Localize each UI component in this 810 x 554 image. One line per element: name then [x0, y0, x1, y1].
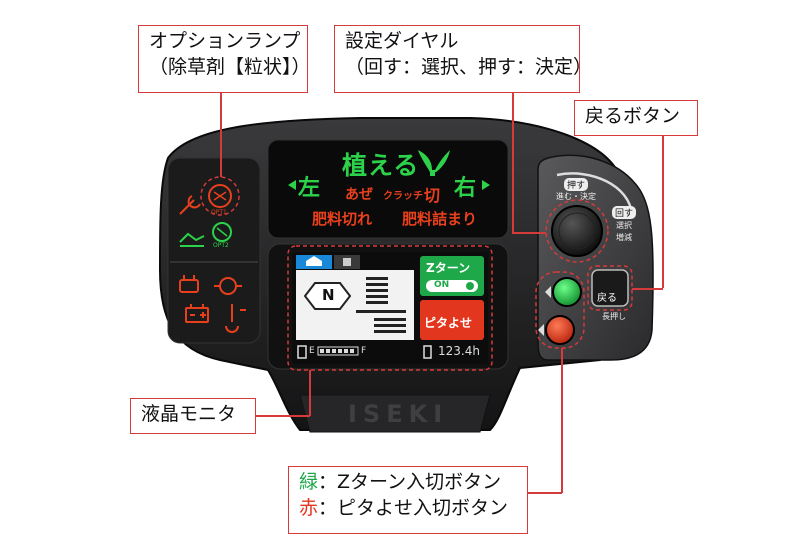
callout-back-line1: 戻るボタン [585, 105, 681, 127]
led-left-label: 左 [298, 176, 321, 201]
fuel-pump-icon [297, 345, 307, 359]
back-hold-label: 長押し [602, 312, 626, 321]
callout-option-lamp-line2: （除草剤【粒状】） [149, 55, 311, 78]
opt1-label: OPT1 [211, 209, 227, 216]
led-display [267, 139, 509, 239]
glow-lamp-icon [214, 277, 242, 295]
callout-option-lamp-line1: オプションランプ [149, 30, 301, 52]
gear-indicator: N [322, 286, 335, 304]
temp-lamp-icon [225, 304, 246, 333]
hour-meter: 123.4h [438, 344, 480, 358]
green-prefix: 緑 [299, 471, 319, 493]
dial-push-desc: 進む・決定 [556, 192, 596, 201]
callout-back: 戻るボタン [574, 100, 698, 136]
callout-buttons-green-line: 緑：Zターン入切ボタン [299, 470, 517, 496]
dial-highlight [545, 199, 609, 263]
dial-turn-desc1: 選択 [616, 221, 632, 230]
gear-indicator-frame [303, 282, 352, 310]
lcd-highlight [287, 245, 493, 371]
dial-turn-badge: 回す [612, 206, 637, 219]
engine-warning-icon [179, 232, 205, 247]
callout-lcd-line1: 液晶モニタ [141, 403, 237, 425]
pita-tile [420, 300, 484, 340]
opt-lamp-highlight [200, 176, 240, 216]
led-aze-label: あぜ [345, 187, 373, 203]
led-hiryo-kire-label: 肥料切れ [312, 210, 373, 228]
callout-dial: 設定ダイヤル （回す：選択、押す：決定） [334, 25, 593, 93]
callout-buttons: 緑：Zターン入切ボタン 赤：ピタよせ入切ボタン [288, 466, 528, 534]
fuel-gauge-bar [317, 346, 359, 356]
zturn-state: ON [434, 280, 450, 290]
callout-dial-line2: （回す：選択、押す：決定） [345, 55, 593, 78]
dial-turn-desc2: 増減 [616, 233, 632, 242]
callout-buttons-red-line: 赤：ピタよせ入切ボタン [299, 496, 517, 522]
battery-lamp-icon [185, 304, 209, 323]
back-button-body [591, 269, 629, 307]
dial-push-badge: 押す [564, 178, 589, 191]
led-right-label: 右 [454, 176, 477, 201]
red-text: ：ピタよせ入切ボタン [318, 496, 509, 519]
level-bars [356, 277, 406, 333]
led-clutch-label: クラッチ [383, 191, 423, 202]
fuel-e-label: E [309, 346, 315, 356]
buttons-highlight [535, 271, 585, 349]
home-icon [306, 256, 322, 266]
zturn-title: Zターン [426, 261, 471, 275]
fuel-f-label: F [361, 346, 367, 356]
green-text: ：Zターン入切ボタン [318, 471, 502, 493]
callout-option-lamp: オプションランプ （除草剤【粒状】） [138, 25, 311, 93]
brand-plate [299, 394, 491, 433]
right-arrow-icon [482, 180, 490, 190]
back-button-label: 戻る [597, 293, 617, 304]
oil-lamp-icon [179, 275, 199, 293]
led-hiryo-tsumari-label: 肥料詰まり [402, 210, 478, 228]
opt2-lamp-icon [212, 222, 232, 242]
red-button [545, 315, 575, 345]
back-highlight [587, 265, 633, 311]
red-prefix: 赤 [299, 496, 319, 519]
wrench-icon [179, 195, 201, 215]
callout-lcd: 液晶モニタ [130, 398, 256, 434]
callout-dial-line1: 設定ダイヤル [345, 30, 459, 52]
opt1-lamp-icon [208, 184, 232, 208]
opt2-label: OPT2 [213, 242, 229, 249]
hourglass-icon [423, 345, 432, 359]
led-plant-label: 植える [342, 151, 420, 180]
brand-logo: ISEKI [348, 400, 449, 428]
green-button [552, 277, 582, 307]
seedling-icon [418, 150, 450, 176]
led-kiri-label: 切 [424, 186, 441, 205]
pita-title: ピタよせ [424, 316, 473, 330]
left-arrow-icon [288, 180, 296, 190]
